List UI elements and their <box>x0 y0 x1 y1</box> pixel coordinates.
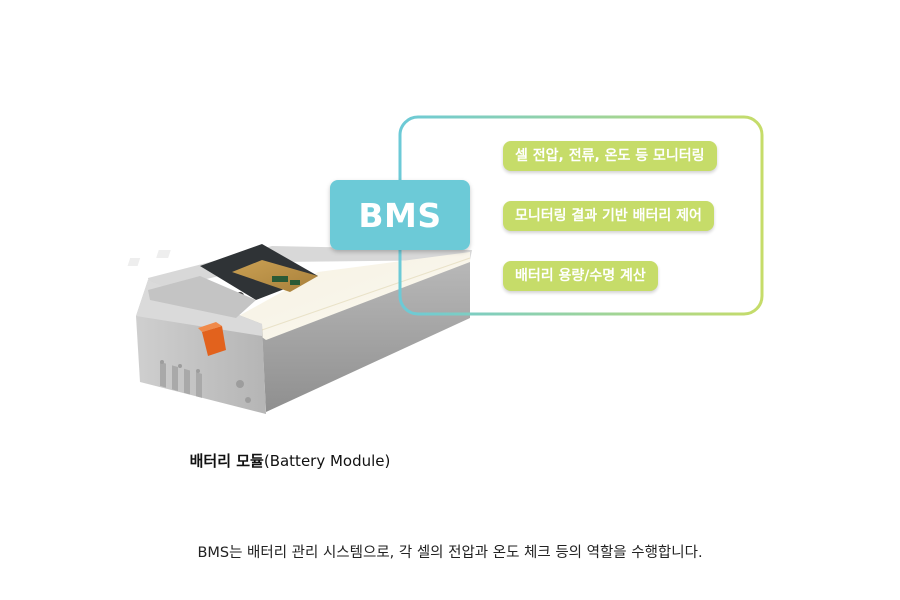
module-vents <box>160 361 202 398</box>
bms-box <box>330 180 470 250</box>
module-caption-strong: 배터리 모듈 <box>189 452 264 470</box>
function-control: 모니터링 결과 기반 배터리 제어 <box>503 201 714 231</box>
module-connector <box>202 326 226 356</box>
module-caption: 배터리 모듈(Battery Module) <box>120 450 460 471</box>
battery-module-illustration <box>127 244 472 414</box>
module-top-face <box>235 252 470 340</box>
bms-label: BMS <box>358 195 442 235</box>
function-capacity-life: 배터리 용량/수명 계산 <box>503 261 658 291</box>
module-side-face <box>262 258 470 412</box>
module-caption-rest: (Battery Module) <box>263 452 391 470</box>
function-monitoring: 셀 전압, 전류, 온도 등 모니터링 <box>503 141 717 171</box>
bottom-caption: BMS는 배터리 관리 시스템으로, 각 셀의 전압과 온도 체크 등의 역할을… <box>197 545 703 561</box>
